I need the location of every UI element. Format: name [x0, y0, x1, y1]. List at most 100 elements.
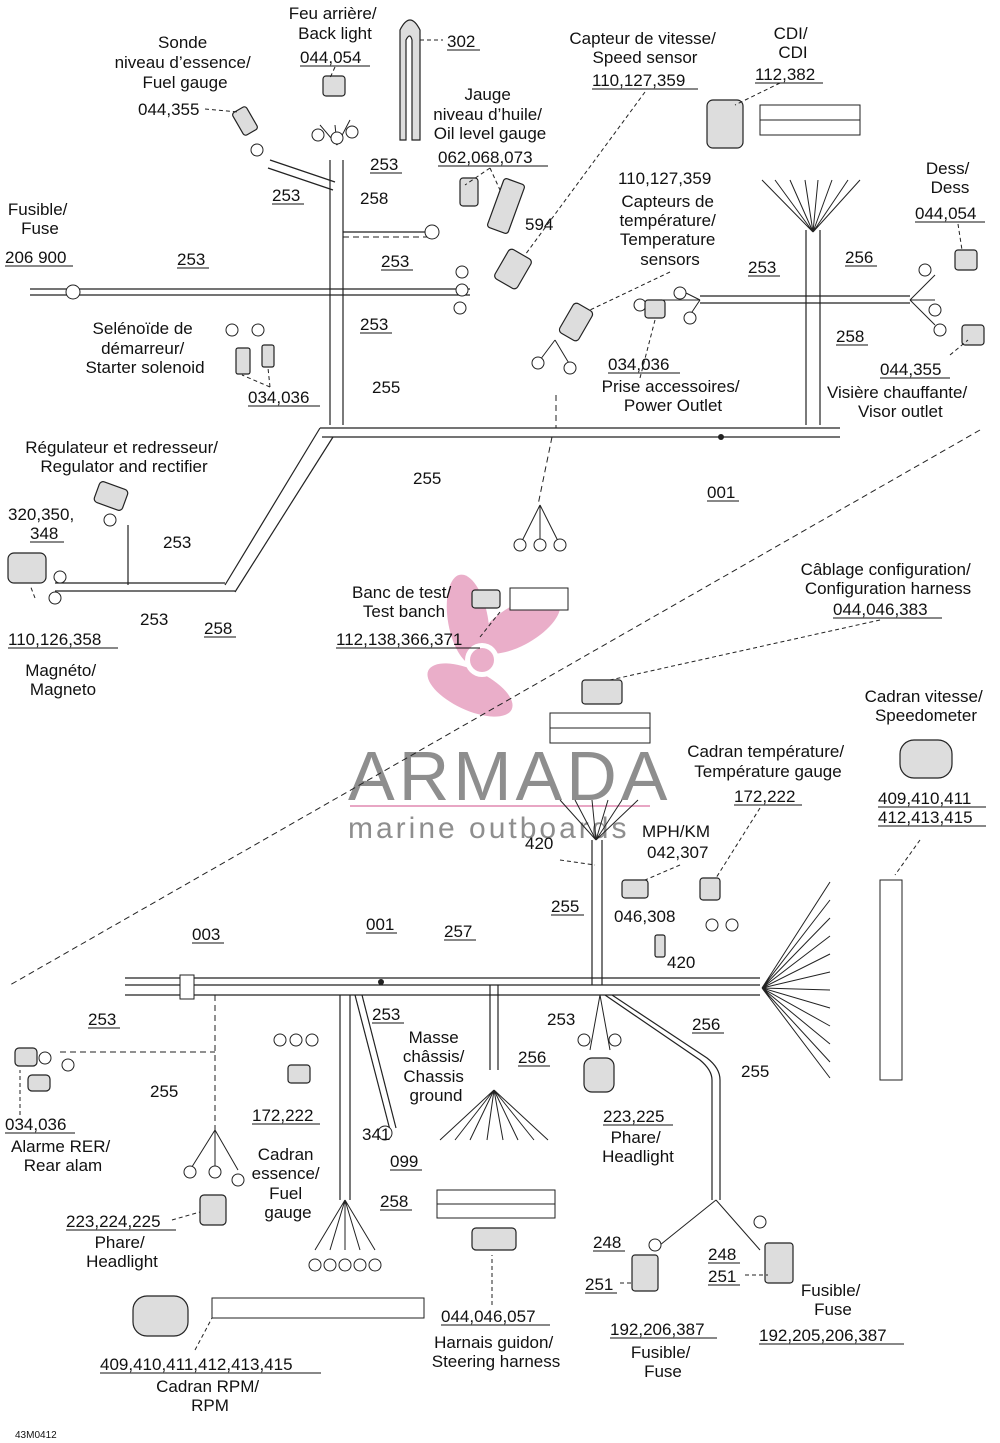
oil-gauge-part [459, 177, 479, 207]
connector-blocks [211, 104, 903, 1319]
wire-258-b: 258 [836, 327, 864, 346]
test-banch-part [471, 589, 501, 609]
wire-253-a: 253 [370, 155, 398, 174]
fuse-top-ref: 206 900 [5, 248, 66, 267]
ref-253-d: 253 [88, 1010, 116, 1029]
ref-251-a: 251 [585, 1275, 613, 1294]
wire-001-a: 001 [707, 483, 735, 502]
rear-alarm-label: Alarme RER/ Rear alam [11, 1137, 115, 1175]
temperature-gauge-part [699, 877, 721, 901]
watermark-brand: ARMADA [348, 737, 671, 815]
power-outlet-part [644, 299, 666, 319]
wire-258-a: 258 [360, 189, 388, 208]
speedometer-label: Cadran vitesse/ Speedometer [865, 687, 988, 725]
temperature-gauge-label: Cadran température/ Température gauge [687, 742, 849, 781]
ref-255-c: 255 [551, 897, 579, 916]
ref-001-b: 001 [366, 915, 394, 934]
fuse-left-ref: 192,206,387 [610, 1320, 705, 1339]
ref-248-b: 248 [708, 1245, 736, 1264]
ref-256-b: 256 [692, 1015, 720, 1034]
wire-253-b: 253 [272, 186, 300, 205]
speed-sensor-ref: 110,127,359 [592, 71, 685, 90]
fuse-right-label: Fusible/ Fuse [801, 1281, 865, 1319]
wire-253-i: 253 [360, 315, 388, 334]
speedometer-ref: 409,410,411 412,413,415 [878, 789, 976, 827]
wire-256-a: 256 [845, 248, 873, 267]
back-light-label: Feu arrière/ Back light [289, 4, 382, 43]
fuse-left-part [631, 1254, 659, 1292]
temp-gauge-part-b [287, 1064, 311, 1084]
headlight-left-part [199, 1194, 227, 1226]
wire-255-a: 255 [372, 378, 400, 397]
rear-alarm-part-b [27, 1074, 51, 1092]
fuse-top-label: Fusible/ Fuse [8, 200, 72, 238]
harness-lines [9, 159, 981, 1200]
regulator-ref: 320,350, 348 [8, 505, 79, 543]
cdi-ref: 112,382 [755, 65, 815, 84]
ref-251-b: 251 [708, 1267, 736, 1286]
rpm-ref: 409,410,411,412,413,415 [100, 1355, 293, 1374]
connector-bubbles [38, 125, 947, 1272]
rear-alarm-ref: 034,036 [5, 1115, 66, 1134]
headlight-left-label: Phare/ Headlight [86, 1233, 158, 1271]
fuel-gauge-dial-label: Cadran essence/ Fuel gauge [252, 1145, 325, 1222]
speedometer-part [899, 739, 953, 779]
ref-255-d: 255 [741, 1062, 769, 1081]
steering-harness-ref: 044,046,057 [441, 1307, 536, 1326]
visor-label-2: Visor outlet [858, 402, 943, 421]
wire-253-k: 253 [163, 533, 191, 552]
steering-harness-label: Harnais guidon/ Steering harness [432, 1333, 561, 1371]
test-banch-label: Banc de test/ Test banch [352, 583, 456, 621]
ref-258-c: 258 [380, 1192, 408, 1211]
ref-420-a: 420 [525, 834, 553, 853]
config-harness-ref: 044,046,383 [833, 600, 928, 619]
ref-253-c: 253 [547, 1010, 575, 1029]
rpm-label: Cadran RPM/ RPM [156, 1377, 264, 1415]
starter-solenoid-label: Selénoïde de démarreur/ Starter solenoid [85, 319, 204, 377]
ref-255-e: 255 [150, 1082, 178, 1101]
visor-part [961, 324, 985, 346]
back-light-part [322, 75, 346, 97]
ref-341: 341 [362, 1125, 390, 1144]
dess-ref: 044,054 [915, 204, 976, 223]
temp-sensors-label: Capteurs de température/ Temperature sen… [619, 192, 720, 269]
cdi-module [706, 99, 744, 149]
ref-253-e: 253 [372, 1005, 400, 1024]
dess-label: Dess/ Dess [926, 159, 974, 197]
regulator-label: Régulateur et redresseur/ Regulator and … [25, 438, 223, 476]
config-harness-part [581, 679, 623, 705]
magneto-label: Magnéto/ Magneto [25, 661, 101, 699]
back-light-ref: 044,054 [300, 48, 361, 67]
mph-label: MPH/KM 042,307 [642, 822, 715, 862]
mph-part [621, 879, 649, 899]
wire-253-l: 253 [140, 610, 168, 629]
magneto-part [7, 552, 47, 584]
headlight-left-ref: 223,224,225 [66, 1212, 161, 1231]
ref-302: 302 [447, 32, 475, 51]
test-banch-ref: 112,138,366,371 [336, 630, 462, 649]
headlight-right-label: Phare/ Headlight [602, 1128, 674, 1166]
speed-sensor-part [494, 248, 532, 290]
ref-248-a: 248 [593, 1233, 621, 1252]
dess-part [954, 249, 978, 271]
chassis-ground-label: Masse châssis/ Chassis ground [403, 1028, 469, 1105]
fuse-left-label: Fusible/ Fuse [631, 1343, 695, 1381]
labels: Sonde niveau d’essence/ Fuel gauge 044,3… [5, 4, 988, 1441]
ref-420-b: 420 [667, 953, 695, 972]
components [7, 19, 985, 1337]
fuel-gauge-part [232, 106, 258, 136]
ref-046: 046,308 [614, 907, 675, 926]
rear-alarm-part-a [14, 1047, 38, 1067]
wire-253-g: 253 [381, 252, 409, 271]
wire-253-h: 253 [177, 250, 205, 269]
fuel-gauge-sensor-label: Sonde niveau d’essence/ Fuel gauge [115, 33, 256, 92]
ref-099: 099 [390, 1152, 418, 1171]
part-594 [487, 178, 525, 234]
headlight-right-ref: 223,225 [603, 1107, 664, 1126]
junction-001-b [378, 979, 384, 985]
fan-wires [189, 119, 936, 1251]
part-046 [654, 934, 666, 958]
temp-gauge-b-ref: 172,222 [252, 1106, 313, 1125]
